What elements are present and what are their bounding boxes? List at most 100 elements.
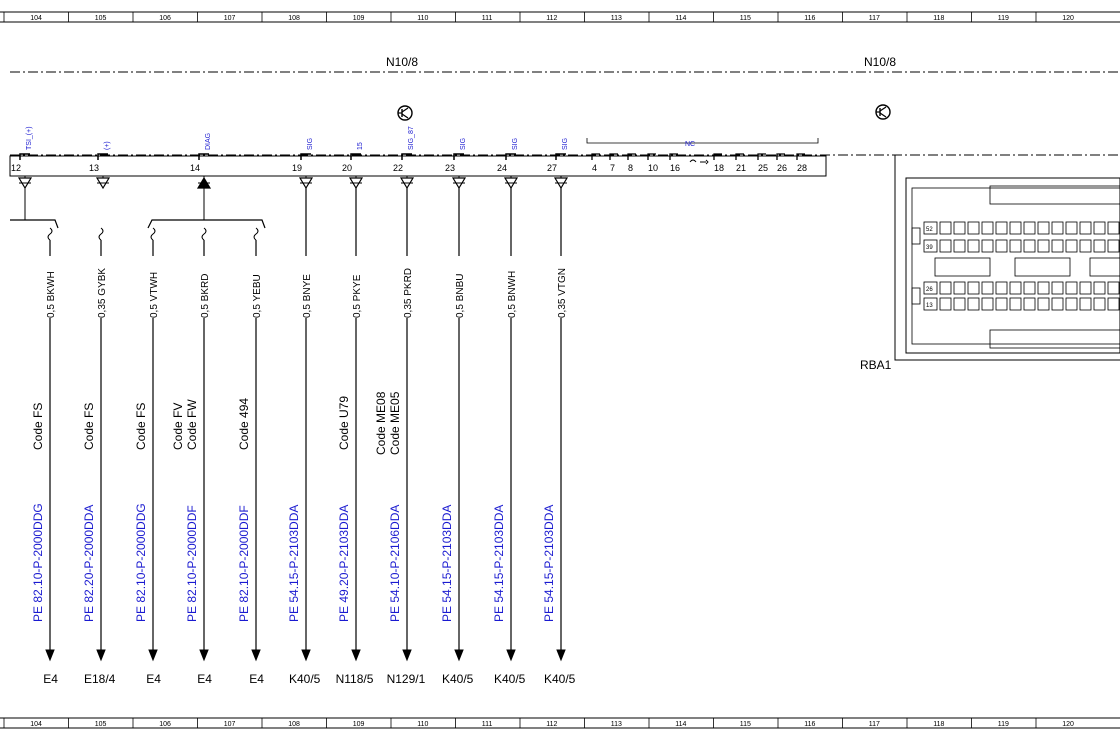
grid-top-cell: 109	[353, 15, 365, 22]
pin-signal-label: (+)	[104, 141, 111, 150]
connector-strip	[9, 155, 827, 177]
grid-top-cell: 104	[30, 15, 42, 22]
grid-bottom-cell: 111	[482, 721, 493, 728]
grid-top-cell: 116	[804, 15, 815, 22]
wire-gauge-color-label: 0,35 PKRD	[403, 268, 414, 318]
wire-gauge-color-label: 0,5 YEBU	[252, 274, 263, 318]
wire-gauge-color-label: 0,5 BNWH	[507, 271, 518, 318]
connector-cavity-number: 13	[926, 303, 933, 309]
wire-destination: N118/5	[336, 672, 374, 686]
grid-bottom-cell: 116	[804, 721, 815, 728]
pins: 12TSI_(+)13(+)14DIAG19SIG201522SIG_8723S…	[11, 126, 569, 190]
wire-arrow-icon	[45, 649, 55, 662]
connector-label: RBA1	[860, 358, 892, 372]
grid-top-cell: 111	[482, 15, 493, 22]
wire-gauge-color-label: 0,5 VTWH	[149, 272, 160, 318]
wire-destination: K40/5	[289, 672, 321, 686]
wire-reference-link[interactable]: PE 82.10-P-2000DDG	[134, 503, 148, 622]
wire-destination: K40/5	[544, 672, 576, 686]
pin-signal-label: SIG	[307, 138, 314, 150]
wire-reference-link[interactable]: PE 54.15-P-2103DDA	[440, 505, 454, 622]
pin-number: 23	[445, 163, 455, 173]
nc-pin-number: 8	[628, 163, 633, 173]
grid-top-cell: 119	[998, 15, 1009, 22]
pin-number: 13	[89, 163, 99, 173]
grid-bottom-cell: 104	[30, 721, 42, 728]
wire-reference-link[interactable]: PE 54.15-P-2103DDA	[542, 505, 556, 622]
grid-top-cell: 108	[288, 15, 300, 22]
wire-reference-link[interactable]: PE 54.15-P-2103DDA	[287, 505, 301, 622]
nc-pin-number: 26	[777, 163, 787, 173]
nc-pin-number: 25	[758, 163, 768, 173]
nc-pin-number: 4	[592, 163, 597, 173]
wire-reference-link[interactable]: PE 82.10-P-2000DDF	[237, 505, 251, 622]
wire-arrow-icon	[148, 649, 158, 662]
grid-top-cell: 110	[417, 15, 428, 22]
pin-marker	[453, 153, 464, 160]
transistor-icon	[875, 104, 891, 120]
wire-reference-link[interactable]: PE 82.20-P-2000DDA	[82, 505, 96, 622]
wire-gauge-color-label: 0,35 GYBK	[97, 268, 108, 318]
grid-bottom-cell: 107	[224, 721, 236, 728]
wire-destination: E4	[197, 672, 212, 686]
wire-reference-link[interactable]: PE 54.10-P-2106DDA	[388, 505, 402, 622]
grid-top-cell: 105	[95, 15, 107, 22]
grid-top-cell: 115	[740, 15, 751, 22]
wire-gauge-color-label: 0,5 BNBU	[455, 274, 466, 318]
wire-arrow-icon	[454, 649, 464, 662]
nc-pin-number: 21	[736, 163, 746, 173]
pin-marker	[19, 153, 30, 160]
grid-top-cell: 106	[159, 15, 171, 22]
wire-destination: K40/5	[494, 672, 526, 686]
grid-top-cell: 118	[933, 15, 944, 22]
nc-break-icon	[689, 159, 709, 165]
splice-bracket-right	[147, 219, 266, 229]
grid-bottom-cell: 108	[288, 721, 300, 728]
wire-destination: E18/4	[84, 672, 116, 686]
grid-bottom-cell: 109	[353, 721, 365, 728]
pin-marker	[555, 153, 566, 160]
wire-option-code: Code FS	[134, 403, 148, 450]
wire-reference-link[interactable]: PE 82.10-P-2000DDG	[31, 503, 45, 622]
wire-break-icon	[201, 227, 207, 241]
wire-gauge-color-label: 0,5 BKWH	[46, 271, 57, 318]
grid-bottom-cell: 117	[869, 721, 880, 728]
pin-marker	[300, 153, 311, 160]
wire-arrow-icon	[556, 649, 566, 662]
grid-bottom-cell: 110	[417, 721, 428, 728]
grid-bottom-cell: 113	[611, 721, 622, 728]
module-label-right: N10/8	[864, 55, 896, 69]
wire-option-code: Code U79	[337, 396, 351, 450]
wire-gauge-color-label: 0,5 PKYE	[352, 274, 363, 318]
wire-gauge-color-label: 0,35 VTGN	[557, 268, 568, 318]
grid-top-cell: 112	[546, 15, 557, 22]
wire-destination: N129/1	[387, 672, 426, 686]
connector-cavity-number: 26	[926, 287, 933, 293]
wire-break-icon	[150, 227, 156, 241]
grid-top-cell: 120	[1062, 15, 1074, 22]
nc-label: NC	[685, 141, 695, 148]
grid-top-cell: 113	[611, 15, 622, 22]
grid-bottom-cell: 105	[95, 721, 107, 728]
pin-marker	[97, 153, 108, 160]
pin-signal-label: TSI_(+)	[26, 126, 33, 150]
pin-number: 22	[393, 163, 403, 173]
nc-pin-number: 10	[648, 163, 658, 173]
pin-signal-label: SIG	[512, 138, 519, 150]
wire-reference-link[interactable]: PE 82.10-P-2000DDF	[185, 505, 199, 622]
connector-cavity-number: 52	[926, 227, 933, 233]
wire-reference-link[interactable]: PE 54.15-P-2103DDA	[492, 505, 506, 622]
wire-option-code: Code FS	[31, 403, 45, 450]
transistor-icon	[397, 105, 413, 121]
wire-reference-link[interactable]: PE 49.20-P-2103DDA	[337, 505, 351, 622]
grid-top-cell: 114	[675, 15, 686, 22]
grid-top-cell: 117	[869, 15, 880, 22]
wire-arrow-icon	[301, 649, 311, 662]
wire-option-code: Code FV	[171, 403, 185, 450]
pin-number: 19	[292, 163, 302, 173]
module-label-left: N10/8	[386, 55, 418, 69]
pin-signal-label: 15	[357, 142, 364, 150]
